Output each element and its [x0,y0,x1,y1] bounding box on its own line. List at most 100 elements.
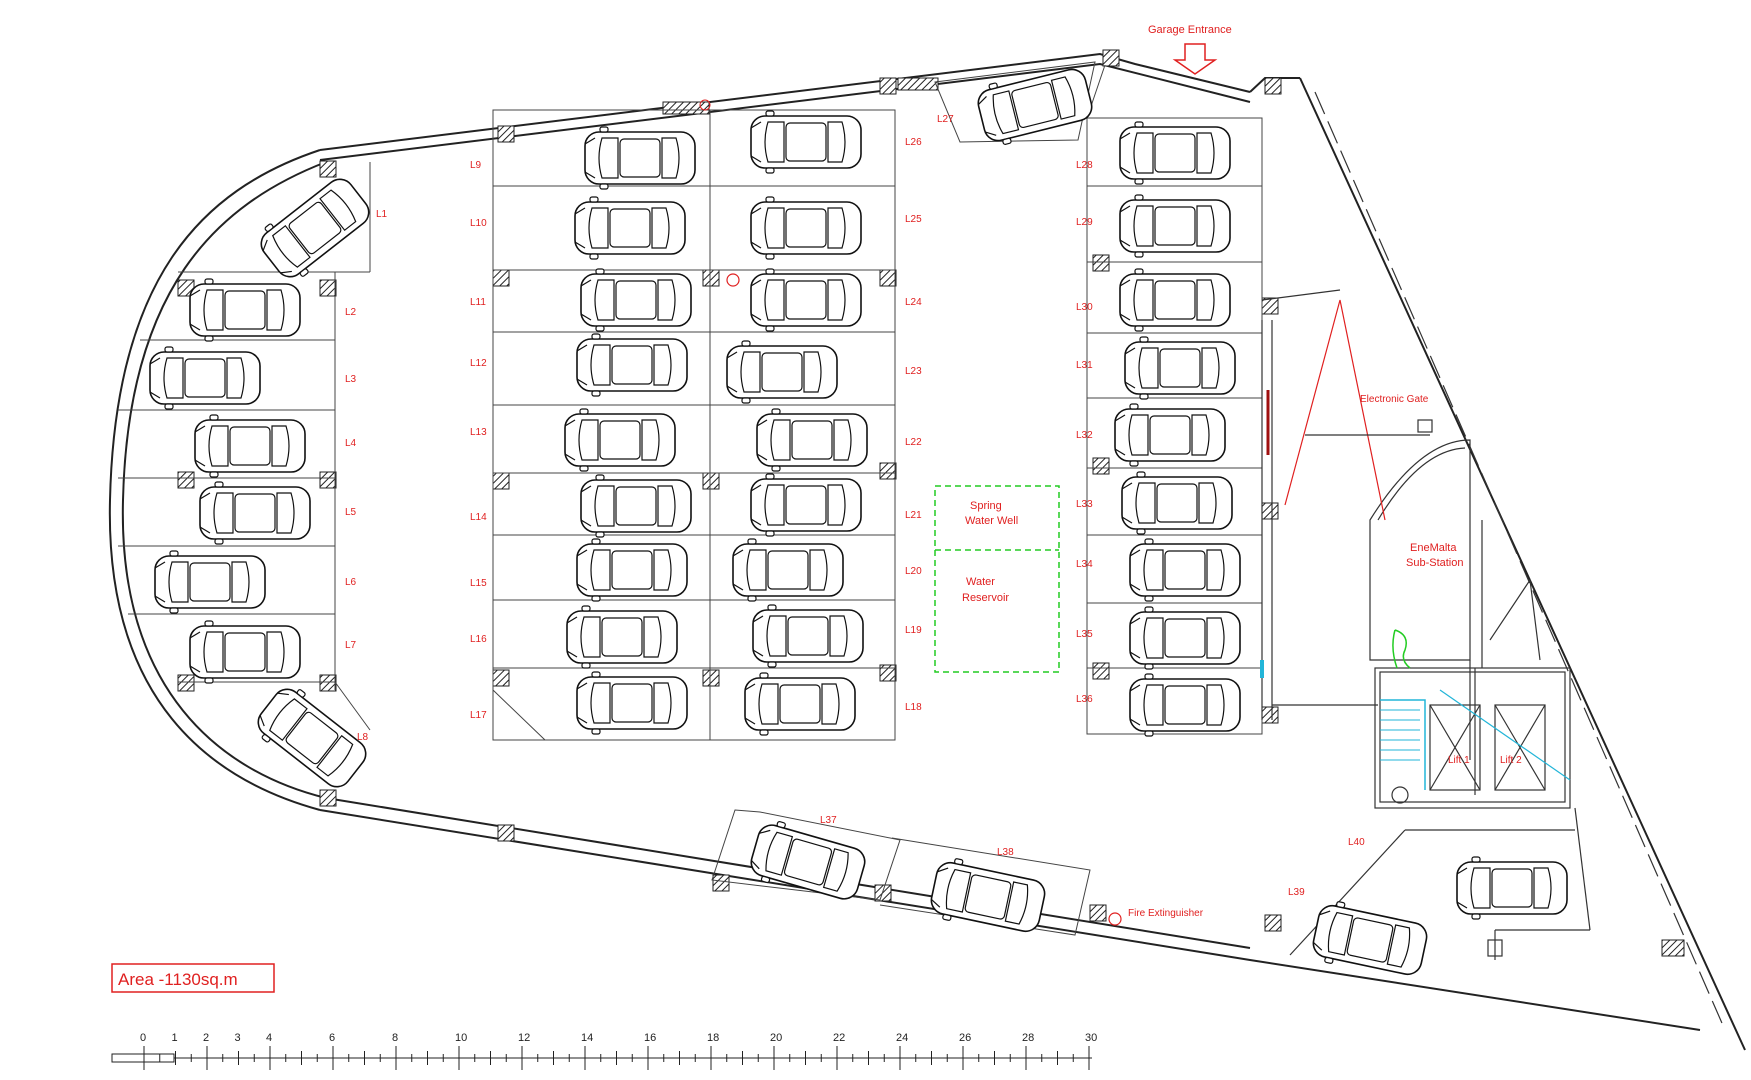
car-l30 [1119,268,1231,332]
substation-label-line1: EneMalta [1410,542,1457,554]
car-l17 [576,671,688,735]
scale-label: 0 [140,1032,146,1044]
car-l10 [574,196,686,260]
car-l38 [926,854,1050,940]
bay-label: L32 [1076,430,1093,441]
bay-label: L22 [905,437,922,448]
area-label: Area -1130sq.m [118,970,238,989]
bay-label: L30 [1076,302,1093,313]
bay-label: L3 [345,374,357,385]
car-l6 [154,550,266,614]
bay-label: L24 [905,297,922,308]
scale-label: 26 [959,1032,971,1044]
car-l24 [750,268,862,332]
car-l9 [584,126,696,190]
bay-label: L29 [1076,217,1093,228]
car-l4 [194,414,306,478]
bay-label: L14 [470,512,487,523]
bay-lines [118,61,1263,936]
car-l34 [1129,538,1241,602]
car-l14 [580,474,692,538]
lift-2-label: Lift 2 [1500,755,1522,766]
bay-label: L12 [470,358,487,369]
entrance-arrow-icon [1172,43,1218,75]
car-l40 [1456,856,1568,920]
scale-label: 2 [203,1032,209,1044]
lift-1-label: Lift 1 [1448,755,1470,766]
scale-label: 24 [896,1032,908,1044]
scale-label: 20 [770,1032,782,1044]
bay-label: L40 [1348,837,1365,848]
bay-label: L9 [470,160,482,171]
car-l39 [1308,897,1432,983]
scale-label: 3 [235,1032,241,1044]
car-l33 [1121,471,1233,535]
scale-label: 1 [172,1032,178,1044]
car-l35 [1129,606,1241,670]
bay-label: L23 [905,366,922,377]
bay-label: L10 [470,218,487,229]
scale-label: 6 [329,1032,335,1044]
car-l18 [744,672,856,736]
fire-extinguisher-icon [1108,912,1122,926]
annotations: Garage Entrance Electronic Gate Spring W… [962,24,1522,919]
car-l22 [756,408,868,472]
car-l15 [576,538,688,602]
car-l12 [576,333,688,397]
bay-label: L15 [470,578,487,589]
bay-label: L27 [937,114,954,125]
car-l26 [750,110,862,174]
scale-label: 14 [581,1032,593,1044]
car-l31 [1124,336,1236,400]
car-l2 [189,278,301,342]
bay-label: L39 [1288,887,1305,898]
bay-label: L35 [1076,629,1093,640]
scale-label: 30 [1085,1032,1097,1044]
scale-label: 12 [518,1032,530,1044]
scale-label: 16 [644,1032,656,1044]
car-l21 [750,473,862,537]
car-l5 [199,481,311,545]
car-l32 [1114,403,1226,467]
bay-labels: L1 L2 L3 L4 L5 L6 L7 L8 L9 L10 L11 L12 L… [345,114,1365,898]
bay-label: L2 [345,307,357,318]
reservoir-label-line1: Water [966,576,995,588]
bay-label: L16 [470,634,487,645]
car-l29 [1119,194,1231,258]
spring-well-label-line2: Water Well [965,515,1018,527]
bay-label: L19 [905,625,922,636]
car-l1 [251,168,379,288]
bay-label: L37 [820,815,837,826]
car-l23 [726,340,838,404]
car-l3 [149,346,261,410]
bay-label: L36 [1076,694,1093,705]
area-box: Area -1130sq.m [111,963,275,993]
bay-label: L17 [470,710,487,721]
car-l36 [1129,673,1241,737]
substation-label-line2: Sub-Station [1406,557,1463,569]
bay-label: L5 [345,507,357,518]
bay-label: L11 [470,297,486,308]
scale-label: 8 [392,1032,398,1044]
garage-entrance-label: Garage Entrance [1148,24,1232,36]
service-area [1260,289,1591,960]
bay-label: L28 [1076,160,1093,171]
bay-label: L18 [905,702,922,713]
bay-label: L25 [905,214,922,225]
scale-label: 22 [833,1032,845,1044]
structural-columns [177,49,1685,957]
scale-label: 18 [707,1032,719,1044]
reservoir-label-line2: Reservoir [962,592,1009,604]
car-l20 [732,538,844,602]
bay-label: L31 [1076,360,1093,371]
bay-label: L26 [905,137,922,148]
car-l25 [750,196,862,260]
bay-label: L34 [1076,559,1093,570]
car-l11 [580,268,692,332]
electronic-gate-label: Electronic Gate [1360,394,1429,405]
symbols [699,43,1218,926]
bay-label: L8 [357,732,369,743]
car-l16 [566,605,678,669]
